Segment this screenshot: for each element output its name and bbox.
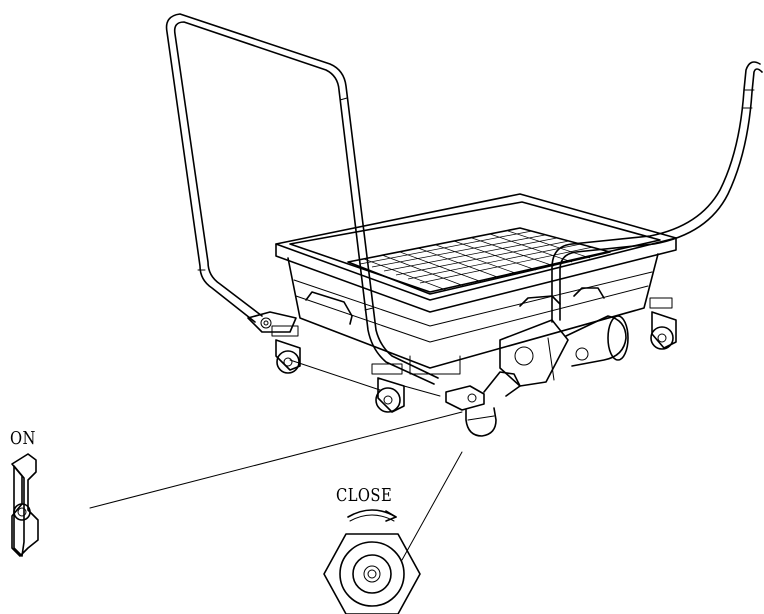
close-label: CLOSE <box>336 485 393 506</box>
caster-front <box>371 363 405 413</box>
air-pump <box>499 315 629 387</box>
on-label: ON <box>10 428 36 449</box>
handle-frame <box>165 13 439 385</box>
basin <box>275 193 677 369</box>
rotation-arrow-icon <box>347 509 397 522</box>
caster-left <box>271 325 301 374</box>
drain-grate <box>347 227 611 295</box>
caster-right <box>649 297 677 350</box>
cart-frame <box>289 355 461 397</box>
valve-on-detail <box>11 453 39 557</box>
leader-lines <box>89 411 463 561</box>
handle-bracket <box>247 311 297 333</box>
drain-valve <box>445 371 521 437</box>
air-hose <box>551 61 763 323</box>
valve-close-detail <box>323 533 421 614</box>
side-handles <box>305 287 605 325</box>
